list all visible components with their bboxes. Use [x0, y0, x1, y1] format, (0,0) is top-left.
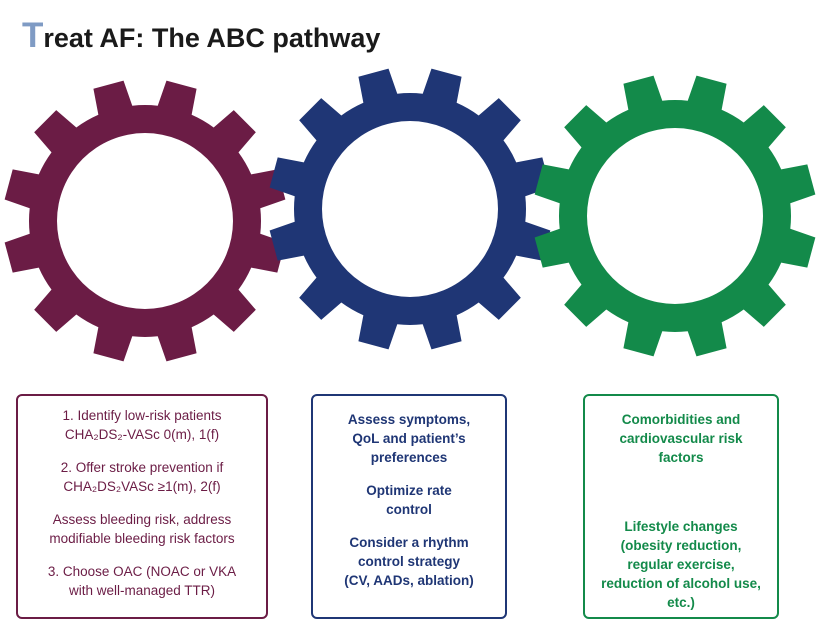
box-a-item-1: 1. Identify low-risk patients CHA₂DS₂-VA… — [24, 406, 260, 444]
box-a-item-3-line-2: modifiable bleeding risk factors — [49, 531, 235, 546]
gear-a: A Anticoagulation/ Avoid stroke — [4, 80, 286, 362]
box-c-item-2: Lifestyle changes (obesity reduction, re… — [591, 517, 771, 612]
gear-c-line-2: Cardiovascular — [619, 212, 731, 229]
box-a-item-2: 2. Offer stroke prevention if CHA₂DS₂VAS… — [24, 458, 260, 496]
box-b-item-2-line-2: control — [386, 502, 432, 517]
box-b-item-1: Assess symptoms, QoL and patient’s prefe… — [319, 410, 499, 467]
box-a-item-1-line-1: 1. Identify low-risk patients — [62, 408, 222, 423]
box-b-item-3-line-2: control strategy — [357, 554, 461, 569]
gear-a-line-1: Anticoagulation/ — [84, 217, 206, 234]
gear-b-line-2: symptom — [376, 229, 445, 246]
box-c-item-2-line-1: Lifestyle changes — [624, 519, 738, 534]
title-rest: reat AF: The ABC pathway — [43, 23, 381, 53]
gear-c-shape — [534, 75, 816, 357]
box-c-item-2-line-3: regular exercise, — [627, 557, 735, 572]
gear-c-line-3: risk factor — [638, 232, 713, 249]
box-c-item-2-line-4: reduction of alcohol use, — [601, 576, 761, 591]
box-a-item-3: Assess bleeding risk, address modifiable… — [24, 510, 260, 548]
gear-b-line-1: Better — [388, 209, 433, 226]
gear-a-shape — [4, 80, 286, 362]
box-b-item-1-line-3: preferences — [370, 450, 448, 465]
gear-a-letter: A — [128, 145, 161, 197]
gear-b: B Better symptom control — [269, 68, 551, 350]
box-b-item-1-line-2: QoL and patient’s — [352, 431, 466, 446]
title-first-letter: T — [22, 16, 44, 55]
gear-b-letter: B — [393, 145, 426, 197]
box-a-item-4-line-2: with well-managed TTR) — [68, 583, 216, 598]
box-c-item-1-line-1: Comorbidities and — [621, 412, 741, 427]
page-title: Treat AF: The ABC pathway — [22, 16, 380, 56]
box-c-item-1: Comorbidities and cardiovascular risk fa… — [591, 410, 771, 467]
box-c-item-1-line-2: cardiovascular risk — [619, 431, 743, 446]
gear-c: C Comorbidities/ Cardiovascular risk fac… — [534, 75, 816, 357]
box-anticoagulation: 1. Identify low-risk patients CHA₂DS₂-VA… — [16, 394, 268, 619]
box-a-item-1-line-2: CHA₂DS₂-VASc 0(m), 1(f) — [64, 427, 220, 442]
gear-c-line-1: Comorbidities/ — [621, 192, 730, 209]
box-comorbidities: Comorbidities and cardiovascular risk fa… — [583, 394, 779, 619]
box-a-item-2-line-1: 2. Offer stroke prevention if — [60, 460, 224, 475]
box-b-item-2-line-1: Optimize rate — [366, 483, 452, 498]
gears-diagram: A Anticoagulation/ Avoid stroke B Better… — [4, 68, 816, 362]
box-c-item-2-line-5: etc.) — [667, 595, 695, 610]
box-b-item-2: Optimize rate control — [319, 481, 499, 519]
gear-c-letter: C — [658, 145, 691, 197]
gear-b-shape — [269, 68, 551, 350]
box-a-item-4: 3. Choose OAC (NOAC or VKA with well-man… — [24, 562, 260, 600]
box-b-item-3-line-1: Consider a rhythm — [349, 535, 469, 550]
box-c-item-2-line-2: (obesity reduction, — [620, 538, 742, 553]
gear-a-line-2: Avoid stroke — [98, 238, 192, 255]
gear-c-line-4: management — [627, 252, 723, 269]
gear-b-line-3: control — [384, 249, 437, 266]
box-b-item-3-line-3: (CV, AADs, ablation) — [344, 573, 474, 588]
box-b-item-1-line-1: Assess symptoms, — [347, 412, 471, 427]
box-a-item-4-line-1: 3. Choose OAC (NOAC or VKA — [47, 564, 237, 579]
box-c-item-1-line-3: factors — [658, 450, 704, 465]
box-a-item-2-line-2: CHA₂DS₂VASc ≥1(m), 2(f) — [63, 479, 221, 494]
box-symptom-control: Assess symptoms, QoL and patient’s prefe… — [311, 394, 507, 619]
box-a-item-3-line-1: Assess bleeding risk, address — [52, 512, 232, 527]
box-b-item-3: Consider a rhythm control strategy (CV, … — [319, 533, 499, 590]
